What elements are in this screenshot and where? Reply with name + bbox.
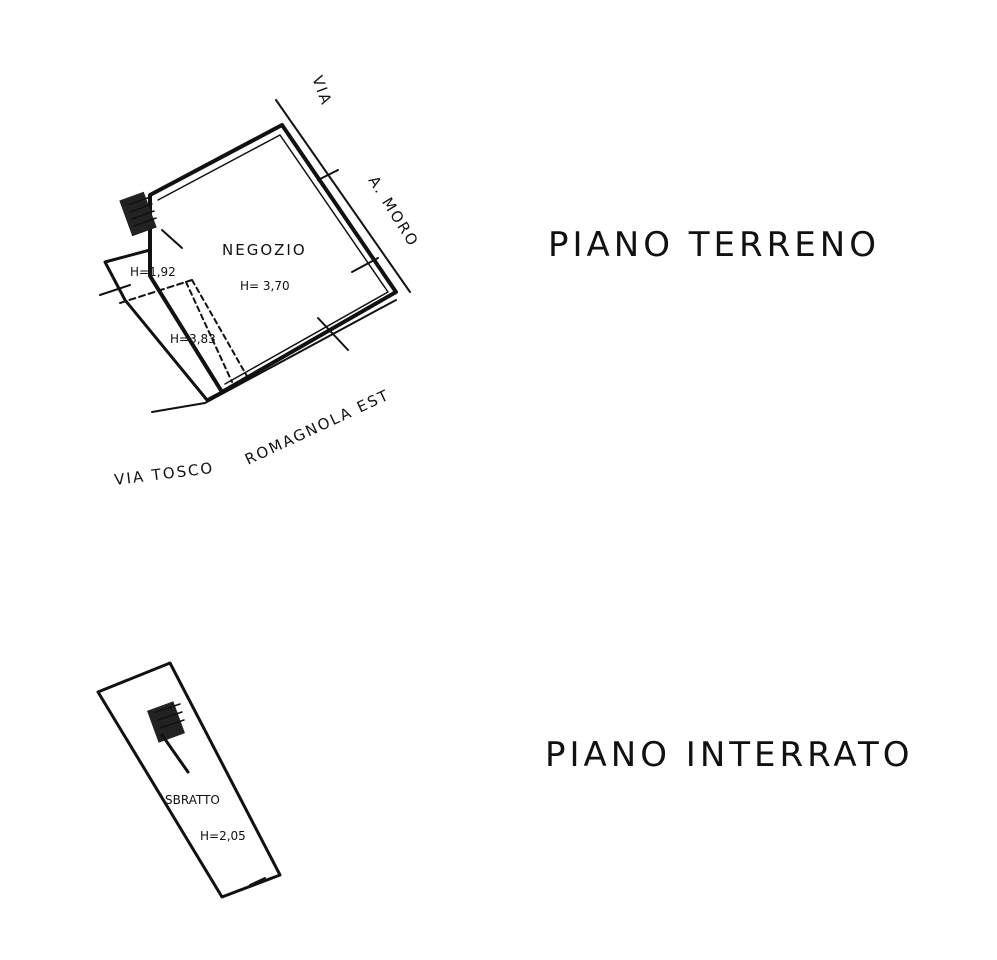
negozio-inner-wall (157, 134, 389, 385)
window-mark (351, 257, 379, 273)
sbratto-walls (96, 661, 282, 899)
ground-floor-plan: NEGOZIO H= 3,70 H=1,92 H=3,83 VIA A. MOR… (99, 73, 423, 489)
door-mark (161, 229, 183, 249)
ground-floor-title: PIANO TERRENO (548, 225, 880, 265)
room-height-negozio: H= 3,70 (240, 279, 290, 293)
shop-annex-dashed (191, 279, 249, 379)
basement-title: PIANO INTERRATO (545, 735, 914, 775)
via-moro-street-line (275, 99, 411, 293)
annex-height-1: H=1,92 (130, 265, 176, 279)
room-height-sbratto: H=2,05 (200, 829, 246, 843)
room-name-sbratto: SBRATTO (165, 793, 220, 807)
street-label-via-tosco: VIA TOSCO (113, 459, 215, 489)
basement-stair-icon (147, 701, 190, 774)
via-tosco-street-line (151, 299, 397, 413)
annex-divider (119, 279, 193, 304)
negozio-walls (148, 123, 398, 394)
shop-annex-dashed-2 (185, 281, 233, 383)
annex-height-2: H=3,83 (170, 332, 216, 346)
street-label-via: VIA (308, 73, 336, 108)
basement-plan: SBRATTO H=2,05 (96, 661, 282, 899)
annex-walls (103, 248, 224, 402)
room-name-negozio: NEGOZIO (222, 241, 307, 259)
door-mark (249, 877, 266, 886)
stair-icon (119, 191, 157, 237)
street-label-romagnola-est: ROMAGNOLA EST (242, 386, 393, 469)
door-mark (99, 284, 131, 296)
